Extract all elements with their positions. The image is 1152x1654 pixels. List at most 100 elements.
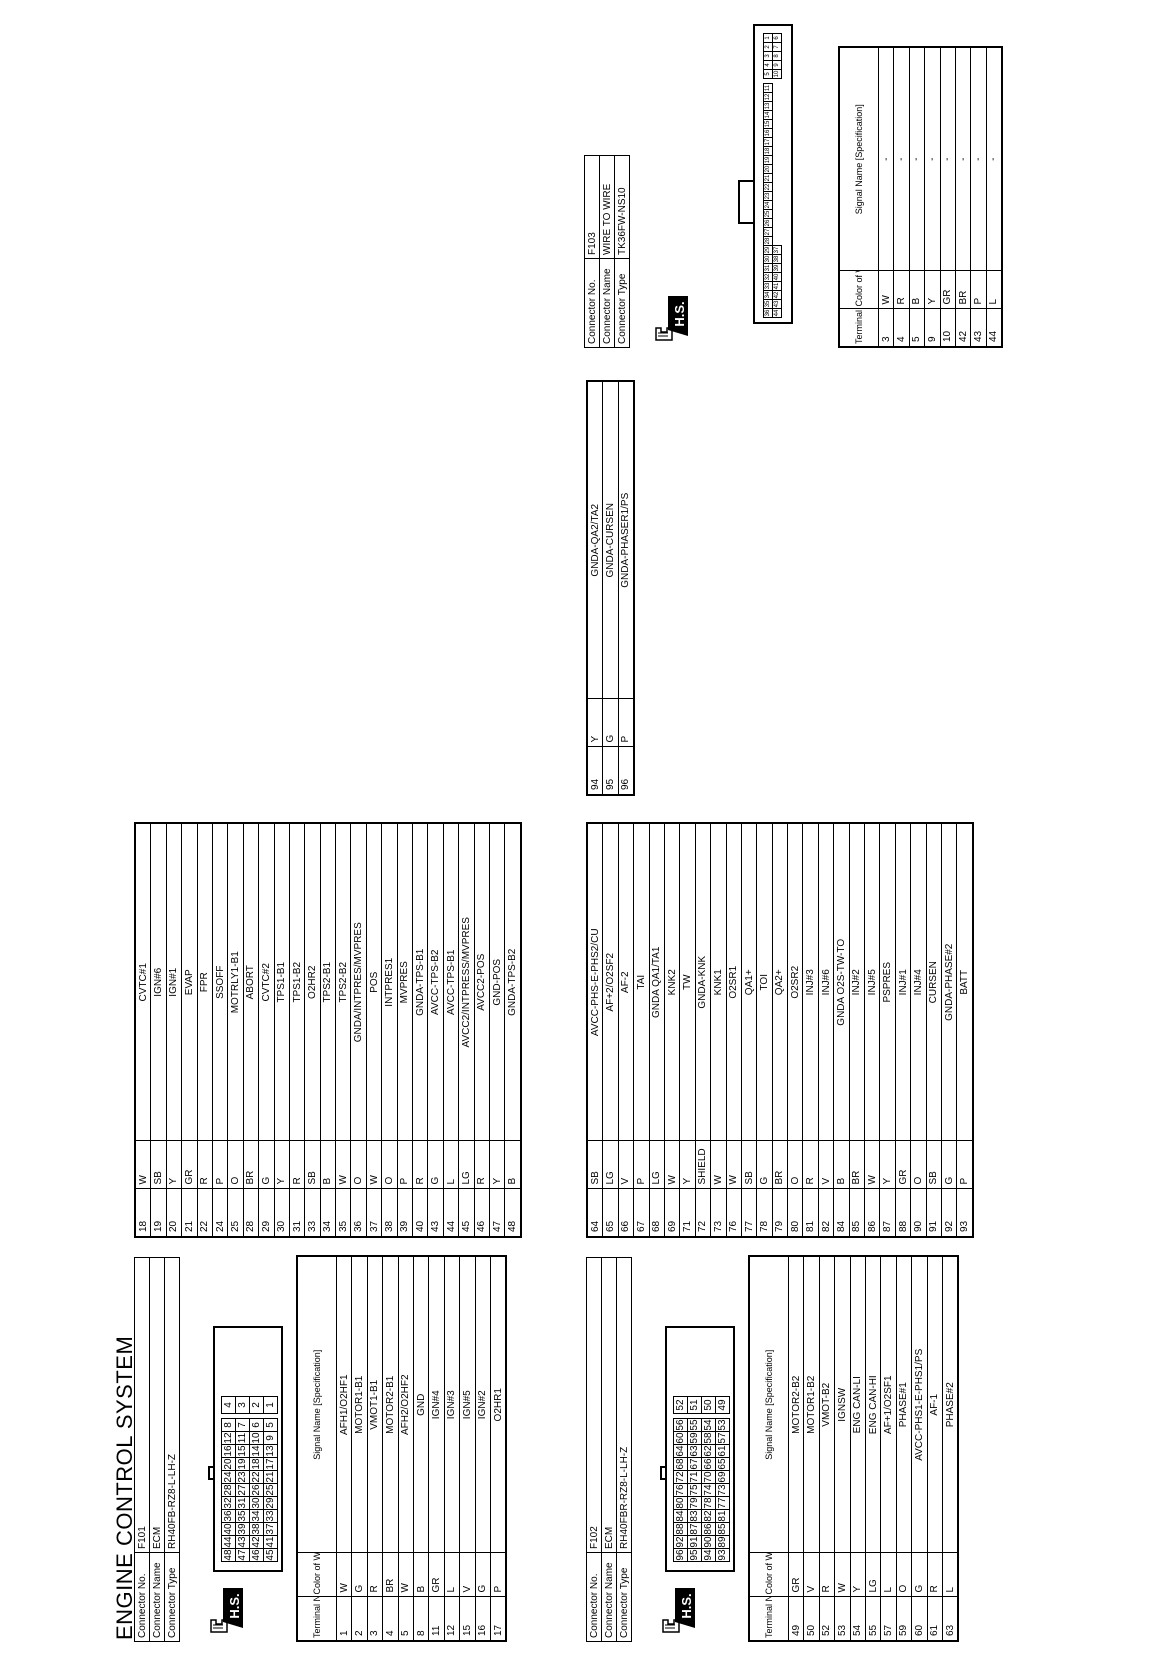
wire-color: BR [243, 1141, 259, 1189]
wire-color: SB [926, 1141, 942, 1189]
terminal-no: 86 [864, 1189, 880, 1237]
terminal-no: 76 [726, 1189, 742, 1237]
terminal-no: 49 [788, 1597, 804, 1641]
wire-color: R [893, 271, 910, 309]
terminal-no: 20 [166, 1189, 182, 1237]
wire-color: W [664, 1141, 680, 1189]
signal-name: INJ#5 [864, 823, 880, 1141]
pin-number: 8 [772, 51, 782, 61]
pin-number: 57 [715, 1431, 730, 1445]
wire-color: B [413, 1553, 429, 1597]
wire-color: V [459, 1553, 476, 1597]
terminal-no: 3 [878, 309, 894, 347]
wire-color: W [366, 1141, 382, 1189]
pin-number: 55 [687, 1418, 702, 1432]
pin-number: 51 [687, 1396, 702, 1414]
pin-number: 7 [772, 42, 782, 52]
pin-number: 11 [235, 1431, 250, 1445]
signal-name: AVCC-PHS1-E-PHS1/PS [911, 1256, 928, 1553]
pin-number: 23 [235, 1470, 250, 1484]
terminal-no: 19 [150, 1189, 167, 1237]
signal-name: IGN#1 [166, 823, 182, 1141]
signal-name: AF+2/O2SF2 [602, 823, 619, 1141]
signal-name: IGN#5 [459, 1256, 476, 1553]
pin-number: 24 [763, 200, 773, 210]
signal-name: GNDA-CURSEN [602, 381, 619, 699]
signal-name: TPS2-B2 [335, 823, 351, 1141]
pin-number: 44 [221, 1535, 236, 1549]
pin-number: 26 [249, 1483, 264, 1497]
pin-number: 32 [221, 1496, 236, 1510]
pin-number: 41 [772, 281, 782, 291]
terminal-no: 61 [927, 1597, 943, 1641]
pin-number [773, 156, 782, 165]
pin-number: 78 [701, 1496, 716, 1510]
pin-number: 8 [221, 1418, 236, 1432]
terminal-no: 45 [458, 1189, 475, 1237]
pin-gap [702, 1414, 716, 1419]
signal-name: MOTRLY1-B1 [227, 823, 244, 1141]
terminal-no: 54 [850, 1597, 866, 1641]
signal-name: CVTC#2 [258, 823, 275, 1141]
pin-number: 68 [673, 1457, 688, 1471]
pin-number [773, 210, 782, 219]
signal-name: GNDA-QA2/TA2 [587, 381, 603, 699]
terminal-no: 31 [289, 1189, 305, 1237]
wire-color: R [289, 1141, 305, 1189]
harness-side-icon: H.S. [210, 1588, 243, 1633]
pin-number: 43 [772, 299, 782, 309]
pin-number: 87 [687, 1522, 702, 1536]
terminal-no: 96 [618, 747, 635, 795]
pin-number: 36 [221, 1509, 236, 1523]
signal-name: - [924, 47, 941, 271]
pin-number: 54 [701, 1418, 716, 1432]
pin-number: 67 [687, 1457, 702, 1471]
pin-number: 41 [263, 1535, 278, 1549]
pin-number: 44 [772, 308, 782, 318]
terminal-no: 55 [865, 1597, 881, 1641]
wire-color: Y [166, 1141, 182, 1189]
terminal-no: 16 [475, 1597, 491, 1641]
pin-number: 1 [763, 33, 773, 43]
signal-name: MOTOR2-B2 [788, 1256, 804, 1553]
signal-name: SSOFF [212, 823, 228, 1141]
pin-number: 64 [673, 1444, 688, 1458]
wire-color: G [941, 1141, 957, 1189]
color-of-wire-header: Color of Wire [749, 1553, 789, 1597]
pin-number: 9 [263, 1431, 278, 1445]
wire-color: Y [850, 1553, 866, 1597]
pin-number: 77 [715, 1496, 730, 1510]
terminal-no: 40 [412, 1189, 428, 1237]
terminal-no: 69 [664, 1189, 680, 1237]
terminal-no: 39 [397, 1189, 413, 1237]
signal-name-header: Signal Name [Specification] [297, 1256, 337, 1553]
pin-number: 23 [763, 191, 773, 201]
pin-number: 75 [687, 1483, 702, 1497]
pin-number: 42 [772, 290, 782, 300]
terminal-no: 95 [602, 747, 619, 795]
wire-color: R [412, 1141, 428, 1189]
pin-number: 89 [715, 1535, 730, 1549]
signal-name: IGN#6 [150, 823, 167, 1141]
terminal-no: 28 [243, 1189, 259, 1237]
pin-number: 21 [263, 1470, 278, 1484]
terminal-no: 93 [956, 1189, 973, 1237]
signal-name: QA2+ [772, 823, 788, 1141]
